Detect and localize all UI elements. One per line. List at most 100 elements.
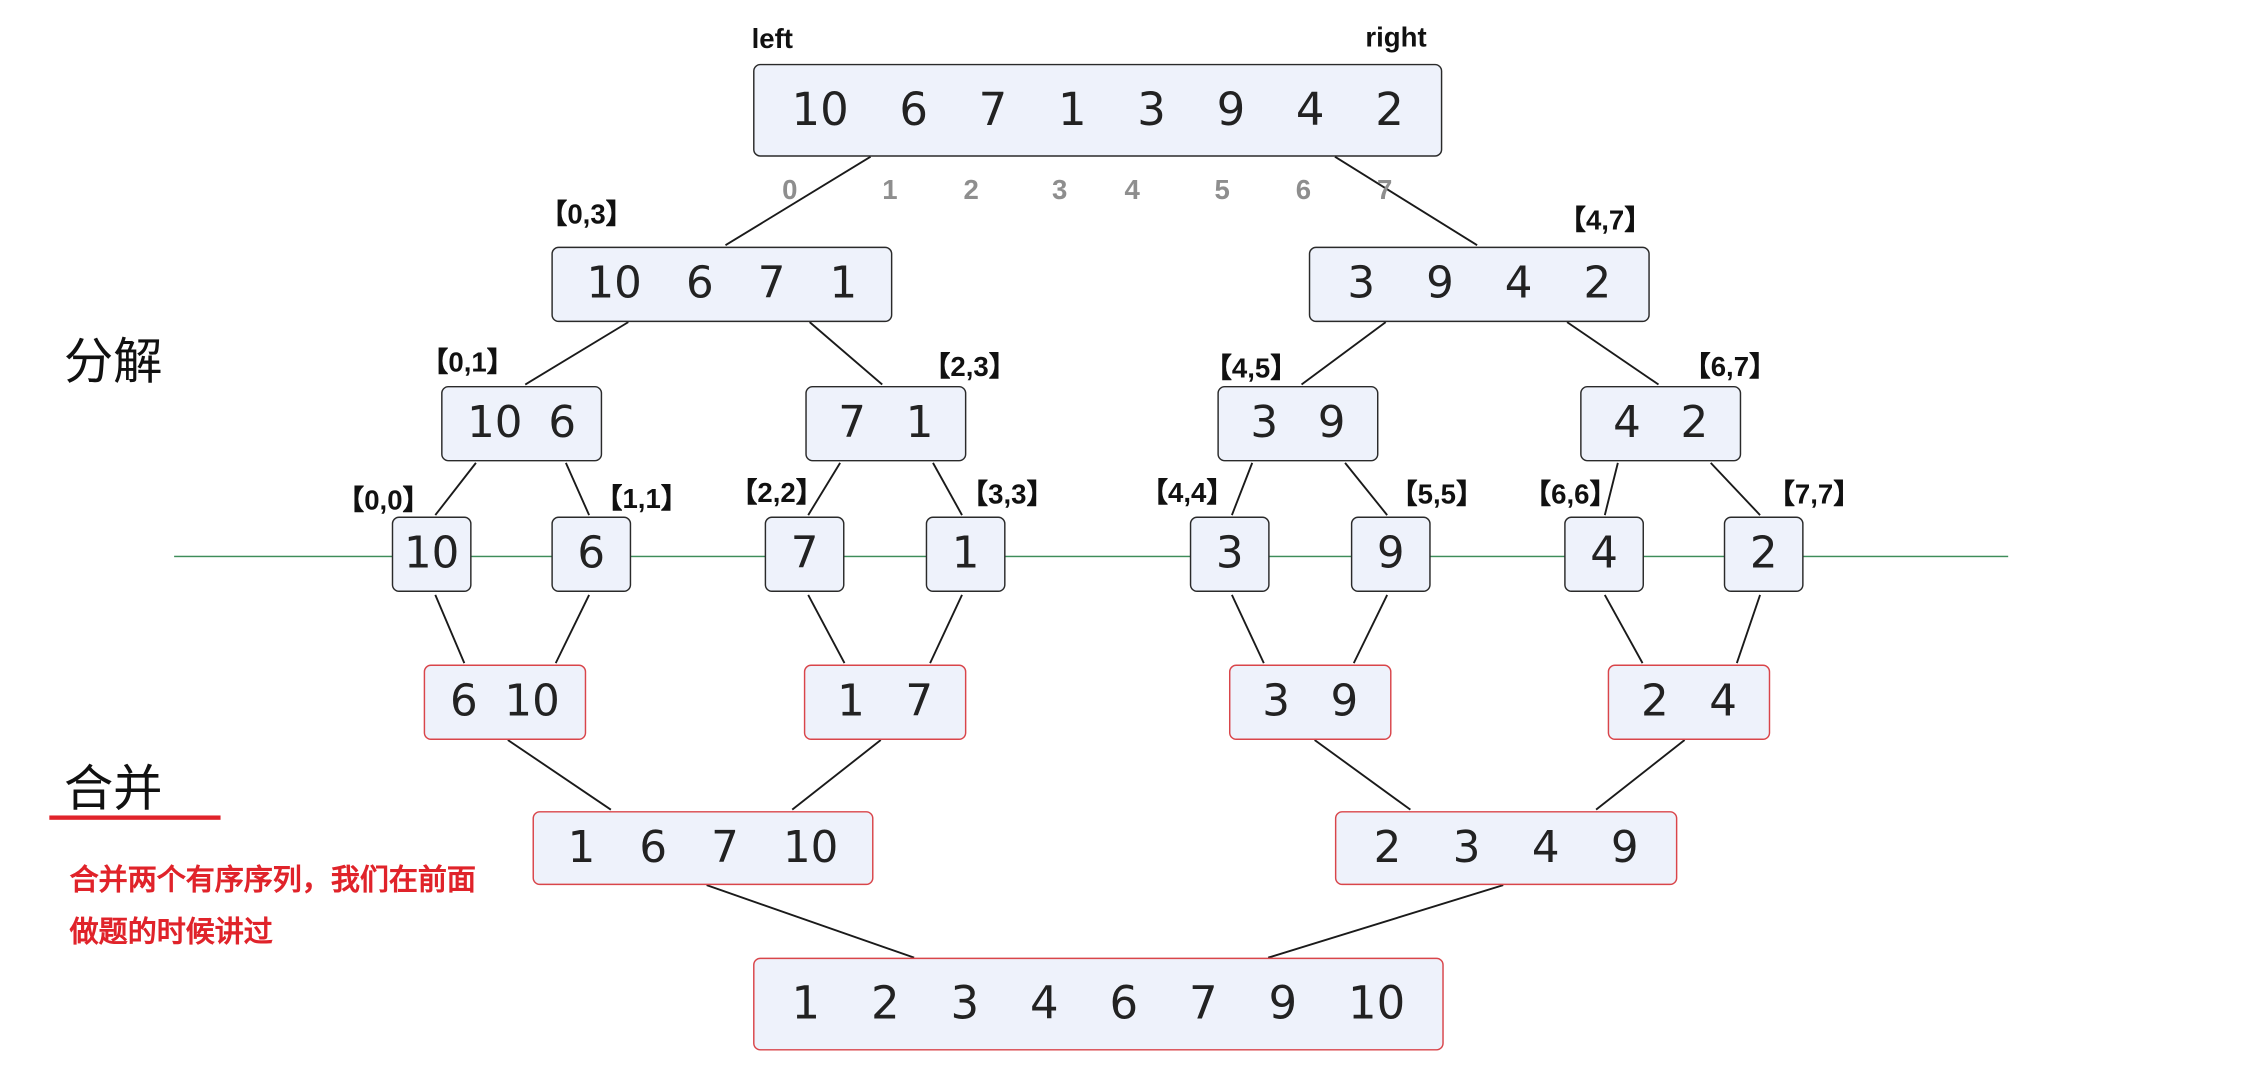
connector	[1231, 462, 1254, 516]
array-element: 10	[782, 821, 839, 873]
connector	[1231, 594, 1265, 664]
array-element: 9	[1376, 528, 1405, 579]
array-element: 9	[1317, 397, 1346, 449]
connector	[1735, 594, 1761, 664]
connector	[1603, 462, 1619, 516]
array-element: 7	[757, 258, 786, 310]
array-element: 3	[1250, 397, 1279, 449]
array-element: 9	[1426, 258, 1454, 310]
array-element: 2	[1749, 528, 1778, 579]
array-box: 6	[551, 516, 632, 593]
array-element: 7	[1188, 977, 1218, 1030]
array-box: 9	[1350, 516, 1431, 593]
range-label: 【7,7】	[1767, 480, 1861, 511]
range-label: 【1,1】	[594, 484, 689, 516]
connector	[932, 462, 963, 516]
array-element: 3	[1215, 528, 1244, 579]
array-element: 7	[711, 821, 739, 873]
index-label: 4	[1124, 175, 1140, 207]
array-element: 4	[1613, 397, 1641, 449]
connector	[565, 462, 590, 516]
array-element: 7	[978, 83, 1008, 136]
array-element: 4	[1590, 528, 1618, 579]
left-pointer-label: left	[751, 24, 793, 56]
connector	[1352, 594, 1389, 664]
array-element: 6	[548, 397, 577, 449]
index-label: 5	[1214, 175, 1230, 207]
array-element: 10	[467, 397, 523, 449]
array-element: 2	[1583, 258, 1612, 310]
connector	[1603, 594, 1644, 664]
array-element: 1	[1057, 83, 1087, 136]
array-element: 4	[1504, 258, 1533, 310]
range-label: 【4,4】	[1140, 478, 1234, 510]
array-element: 6	[685, 258, 714, 310]
array-element: 1	[837, 676, 865, 727]
array-element: 2	[1680, 397, 1709, 449]
array-element: 1	[567, 821, 596, 873]
array-box: 10	[391, 516, 472, 593]
connector	[434, 594, 466, 664]
range-label: 【3,3】	[960, 480, 1055, 511]
array-element: 10	[504, 676, 560, 727]
range-label: 【0,3】	[539, 200, 634, 231]
range-label: 【6,7】	[1683, 352, 1777, 384]
array-element: 10	[586, 258, 642, 310]
range-label: 【6,6】	[1523, 480, 1618, 511]
array-element: 10	[791, 83, 849, 136]
connector	[791, 739, 882, 811]
divider-line	[174, 555, 2009, 558]
connector	[807, 462, 841, 516]
array-element: 1	[905, 397, 934, 449]
connector	[1314, 739, 1411, 811]
index-label: 3	[1051, 175, 1068, 207]
array-element: 6	[639, 821, 668, 873]
array-element: 4	[1531, 821, 1560, 873]
connector	[809, 321, 883, 386]
connector	[929, 594, 963, 664]
array-element: 4	[1030, 977, 1059, 1030]
note-line-2: 做题的时候讲过	[69, 914, 273, 949]
array-element: 10	[1347, 977, 1406, 1030]
array-element: 9	[1268, 977, 1298, 1030]
array-element: 6	[1109, 977, 1139, 1030]
connector	[1344, 462, 1388, 516]
right-pointer-label: right	[1365, 23, 1427, 54]
array-element: 9	[1216, 83, 1246, 136]
array-element: 2	[1375, 83, 1404, 136]
array-element: 9	[1610, 821, 1639, 873]
connector	[554, 594, 590, 664]
array-box: 10 6	[441, 385, 603, 462]
index-label: 2	[963, 175, 979, 207]
array-box: 4	[1564, 516, 1644, 593]
array-element: 3	[1137, 83, 1166, 136]
connector	[434, 462, 477, 516]
range-label: 【0,0】	[336, 486, 431, 517]
connector	[725, 155, 872, 247]
array-element: 6	[577, 528, 606, 579]
array-element: 3	[950, 977, 980, 1030]
range-label: 【0,1】	[420, 348, 515, 379]
connector	[1300, 321, 1387, 386]
index-label: 7	[1376, 175, 1393, 207]
array-element: 10	[403, 528, 460, 579]
array-element: 7	[790, 528, 819, 579]
array-box: 2	[1723, 516, 1804, 593]
array-element: 7	[905, 676, 934, 727]
array-element: 6	[899, 83, 929, 136]
decompose-label: 分解	[63, 333, 163, 392]
range-label: 【5,5】	[1390, 480, 1484, 511]
range-label: 【4,7】	[1558, 206, 1652, 237]
index-label: 6	[1295, 175, 1312, 207]
array-element: 1	[951, 528, 980, 579]
array-element: 6	[450, 676, 478, 727]
